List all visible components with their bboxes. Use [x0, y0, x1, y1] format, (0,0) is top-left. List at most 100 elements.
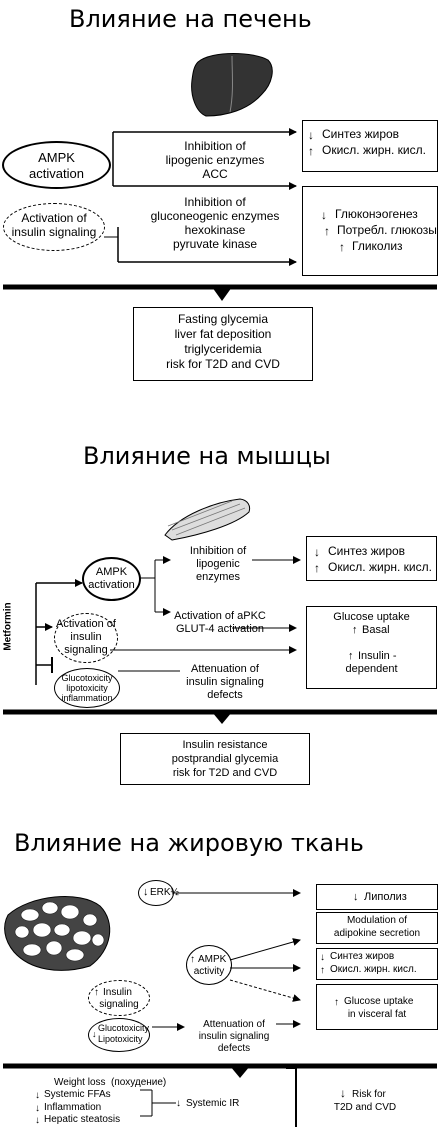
- muscle-mid1-line: enzymes: [195, 571, 241, 583]
- down-arrow-icon: ↓: [321, 208, 327, 222]
- up-arrow-icon: ↑: [339, 240, 345, 254]
- up-arrow-icon: ↑: [324, 224, 330, 238]
- muscle-result-line: risk for T2D and CVD: [172, 767, 278, 779]
- muscle-insulin-node: [54, 613, 118, 663]
- fat-out3-line: Окисл. жирн. кисл.: [330, 964, 417, 975]
- fat-out-box-3: [316, 948, 438, 980]
- muscle-out1-line: Окисл. жирн. кисл.: [328, 560, 432, 574]
- up-arrow-icon: ↑: [348, 650, 354, 662]
- muscle-result-line: postprandial glycemia: [171, 753, 279, 765]
- muscle-mid2-line: GLUT-4 activation: [175, 623, 265, 635]
- muscle-insulin-line: insulin: [70, 631, 102, 643]
- liver-out1-line: Окисл. жирн. кисл.: [322, 143, 426, 157]
- muscle-insulin-line: signaling: [64, 644, 108, 656]
- liver-insulin-label-2: insulin signaling: [11, 225, 97, 239]
- down-arrow-icon: ↓: [35, 1090, 40, 1101]
- liver-mid2-line: gluconeogenic enzymes: [150, 209, 280, 223]
- liver-mid2-line: Inhibition of: [184, 195, 246, 209]
- fat-title: Влияние на жировую ткань: [14, 829, 364, 857]
- metformin-label: Metformin: [2, 602, 14, 651]
- muscle-gluco-line: lipotoxicity: [66, 683, 108, 693]
- liver-result-line: triglyceridemia: [184, 342, 262, 356]
- muscle-gluco-node: [54, 668, 120, 708]
- muscle-ampk-node: [82, 557, 141, 601]
- muscle-out-box-2: [306, 606, 437, 689]
- fat-out-box-1: [316, 884, 438, 910]
- fat-bottom-line: (похудение): [111, 1077, 167, 1088]
- muscle-out2-line: Basal: [362, 624, 390, 636]
- muscle-mid3-line: Attenuation of: [191, 663, 259, 675]
- down-arrow-icon: ↓: [92, 1029, 97, 1039]
- fat-ampk-label-1: AMPK: [198, 954, 227, 965]
- muscle-mid3-line: defects: [207, 689, 243, 701]
- liver-out2-line: Гликолиз: [352, 239, 403, 253]
- up-arrow-icon: ↑: [334, 997, 339, 1008]
- fat-mid-line: defects: [217, 1043, 251, 1054]
- fat-out4-line: Glucose uptake: [344, 996, 414, 1007]
- muscle-out2-line: dependent: [345, 663, 398, 675]
- fat-out-box-4: [316, 984, 438, 1030]
- fat-mid-line: Attenuation of: [203, 1019, 265, 1030]
- fat-out4-line: in visceral fat: [347, 1009, 407, 1020]
- liver-mid2-line: pyruvate kinase: [172, 237, 258, 251]
- muscle-ampk-label-1: AMPK: [95, 566, 128, 578]
- fat-erk-node: [138, 880, 174, 906]
- fat-risk-line: Risk for: [352, 1089, 386, 1100]
- fat-gluco-line: Glucotoxicity: [98, 1023, 150, 1033]
- liver-mid1-line: Inhibition of: [184, 139, 246, 153]
- muscle-gluco-line: Glucotoxicity: [61, 673, 113, 683]
- fat-bottom-line: Hepatic steatosis: [44, 1114, 121, 1125]
- fat-ampk-label-2: activity: [193, 966, 225, 977]
- liver-insulin-node: [3, 203, 105, 251]
- fat-out2-line: adipokine secretion: [333, 928, 421, 939]
- liver-organ-image: [191, 53, 273, 117]
- fat-bottom-line: Weight loss: [54, 1077, 106, 1088]
- fat-erk-label: ERK½: [150, 887, 179, 898]
- muscle-out-box-1: [306, 536, 437, 581]
- up-arrow-icon: ↑: [320, 965, 325, 976]
- up-arrow-icon: ↑: [314, 561, 320, 575]
- liver-title: Влияние на печень: [69, 5, 312, 33]
- down-arrow-icon: ↓: [340, 1086, 346, 1100]
- liver-mid2-line: hexokinase: [184, 223, 246, 237]
- liver-result-line: Fasting glycemia: [177, 312, 269, 326]
- liver-result-line: risk for T2D and CVD: [166, 357, 280, 371]
- fat-out-box-2: [316, 912, 438, 944]
- liver-ampk-node: [2, 141, 111, 189]
- fat-bottom-line: Inflammation: [44, 1102, 102, 1113]
- liver-result-line: liver fat deposition: [174, 327, 272, 341]
- liver-ampk-label-1: AMPK: [38, 150, 75, 165]
- muscle-out2-line: Insulin -: [358, 650, 397, 662]
- fat-insulin-line: signaling: [99, 999, 139, 1010]
- muscle-result-line: Insulin resistance: [182, 739, 268, 751]
- muscle-result-box: [120, 733, 310, 785]
- liver-out2-line: Глюконэогенез: [335, 207, 418, 221]
- liver-result-box: [133, 307, 313, 381]
- muscle-mid3-line: insulin signaling: [186, 676, 264, 688]
- up-arrow-icon: ↑: [190, 954, 195, 965]
- muscle-out2-line: Glucose uptake: [333, 611, 410, 623]
- fat-systemic-ir: Systemic IR: [186, 1098, 240, 1109]
- liver-out1-line: Синтез жиров: [322, 127, 400, 141]
- fat-insulin-line: Insulin: [103, 987, 132, 998]
- down-arrow-icon: ↓: [314, 545, 320, 559]
- liver-mid1-line: lipogenic enzymes: [165, 153, 265, 167]
- down-arrow-icon: ↓: [320, 952, 325, 963]
- muscle-gluco-line: inflammation: [61, 693, 113, 703]
- fat-gluco-node: [88, 1018, 150, 1052]
- fat-mid-line: insulin signaling: [198, 1031, 270, 1042]
- fat-out1-label: Липолиз: [364, 891, 407, 903]
- muscle-insulin-line: Activation of: [56, 618, 116, 630]
- adipose-tissue-image: [4, 896, 111, 971]
- down-arrow-icon: ↓: [353, 891, 359, 903]
- down-arrow-icon: ↓: [35, 1103, 40, 1114]
- up-down-arrow-icon: ↓: [308, 128, 314, 142]
- fat-gluco-line: Lipotoxicity: [98, 1034, 143, 1044]
- up-arrow-icon: ↑: [352, 624, 358, 636]
- fat-out2-line: Modulation of: [346, 915, 408, 926]
- muscle-out1-line: Синтез жиров: [328, 544, 406, 558]
- muscle-image: [164, 498, 251, 541]
- down-arrow-icon: ↓: [176, 1098, 181, 1109]
- muscle-ampk-label-2: activation: [88, 579, 135, 591]
- fat-ampk-node: [186, 945, 232, 985]
